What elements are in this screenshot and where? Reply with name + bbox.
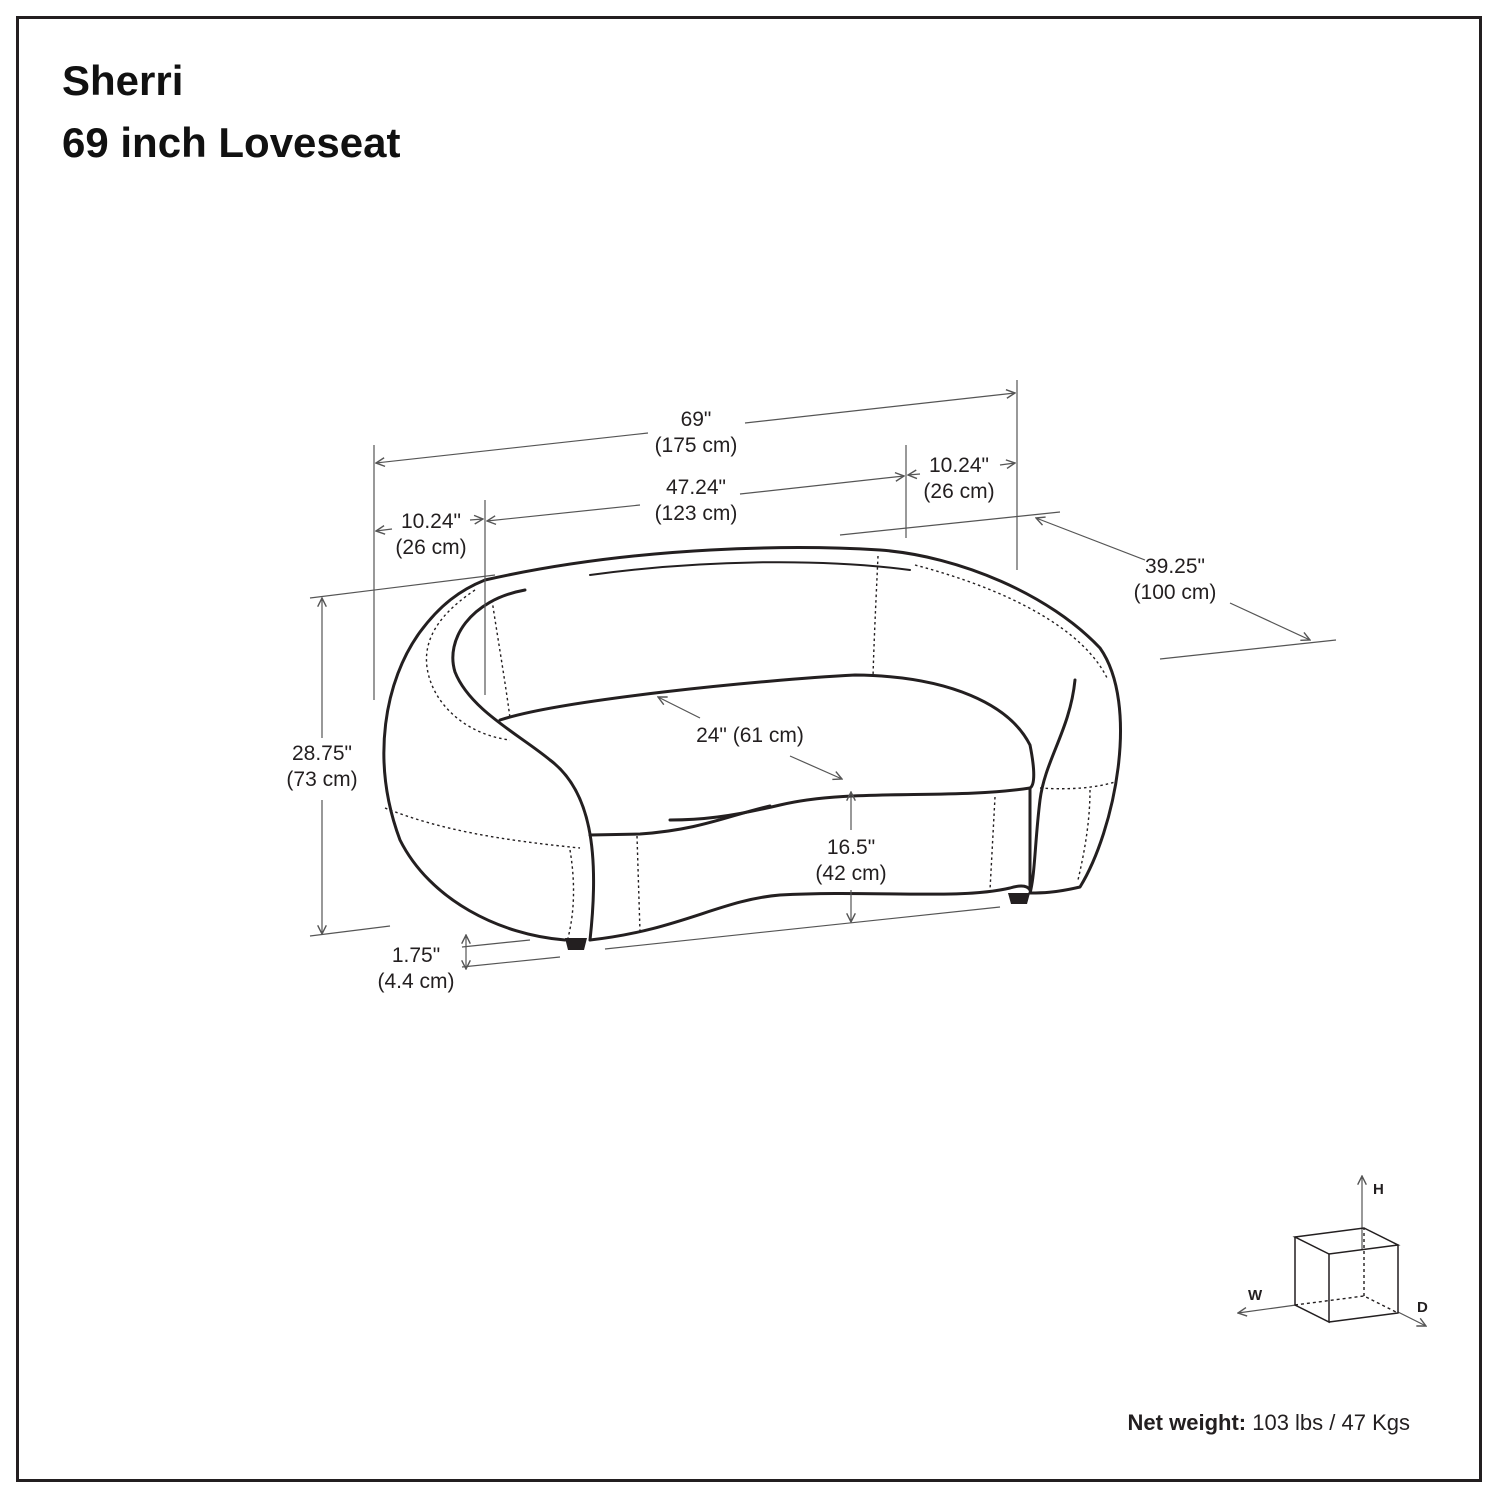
left-arm-inner-outline [451,588,596,942]
base-outline [588,884,1032,942]
net-weight-label: Net weight: [1127,1410,1247,1435]
right-arm-width-metric: (26 cm) [923,480,994,503]
dimension-labels: 69" (175 cm) 47.24" (123 cm) 10.24" (26 … [286,408,1216,993]
right-arm-width-arrow-left [908,474,921,475]
dimension-lines [309,380,1337,969]
seam-seat-front-right [989,796,996,891]
height-metric: (73 cm) [286,768,357,791]
right-arm-width-imperial: 10.24" [929,454,989,477]
seat-height-imperial: 16.5" [827,836,875,859]
left-arm-width-arrow-right [469,519,483,520]
seat-depth-line-bottom [789,755,842,779]
axis-depth-label: D [1417,1299,1428,1316]
overall-width-line-right [744,393,1015,424]
right-arm-width-arrow-right [999,463,1015,465]
front-left-leg [565,938,587,950]
seam-left-arm-front [567,849,575,939]
left-arm-width-arrow-left [376,529,393,531]
product-name: Sherri [62,57,184,104]
height-imperial: 28.75" [292,742,352,765]
orientation-cube-icon: H W D [1238,1176,1428,1326]
product-subtitle: 69 inch Loveseat [62,119,401,166]
page-frame [16,16,1482,1482]
seat-width-imperial: 47.24" [666,476,726,499]
seat-height-metric: (42 cm) [815,862,886,885]
seam-back-left [491,599,511,719]
back-rim-line [589,561,911,576]
seat-cushion-outline [498,673,1036,822]
seat-width-line-left [487,504,641,521]
right-arm-inner-outline [1028,678,1077,895]
seat-width-metric: (123 cm) [655,502,738,525]
seam-seat-front-left [636,835,641,933]
depth-metric: (100 cm) [1134,581,1217,604]
depth-line-bottom [1229,602,1310,640]
outer-shell-outline [382,546,1122,942]
leg-height-metric: (4.4 cm) [377,970,454,993]
left-arm-width-imperial: 10.24" [401,510,461,533]
overall-width-metric: (175 cm) [655,434,738,457]
front-right-leg [1008,893,1030,904]
leg-height-imperial: 1.75" [392,944,440,967]
overall-width-imperial: 69" [681,408,712,431]
seat-depth-label: 24" (61 cm) [696,724,804,747]
seam-right-arm-horizontal [1039,781,1116,790]
depth-line-top [1036,518,1146,561]
depth-imperial: 39.25" [1145,555,1205,578]
left-arm-width-metric: (26 cm) [395,536,466,559]
loveseat-illustration [382,546,1122,950]
overall-width-line-left [376,432,649,463]
seam-left-arm-upper [425,589,511,741]
net-weight: Net weight: 103 lbs / 47 Kgs [1128,1410,1410,1436]
seam-back-right [872,555,879,678]
seam-right-shell [914,564,1109,681]
net-weight-value: 103 lbs / 47 Kgs [1246,1410,1410,1435]
seam-right-arm-front [1077,789,1091,881]
seam-left-arm-horizontal [384,807,581,849]
axis-height-label: H [1373,1181,1384,1198]
seat-width-line-right [739,476,904,495]
seat-front-outline [588,804,772,837]
seat-depth-line-top [658,697,701,719]
axis-width-label: W [1248,1287,1263,1304]
